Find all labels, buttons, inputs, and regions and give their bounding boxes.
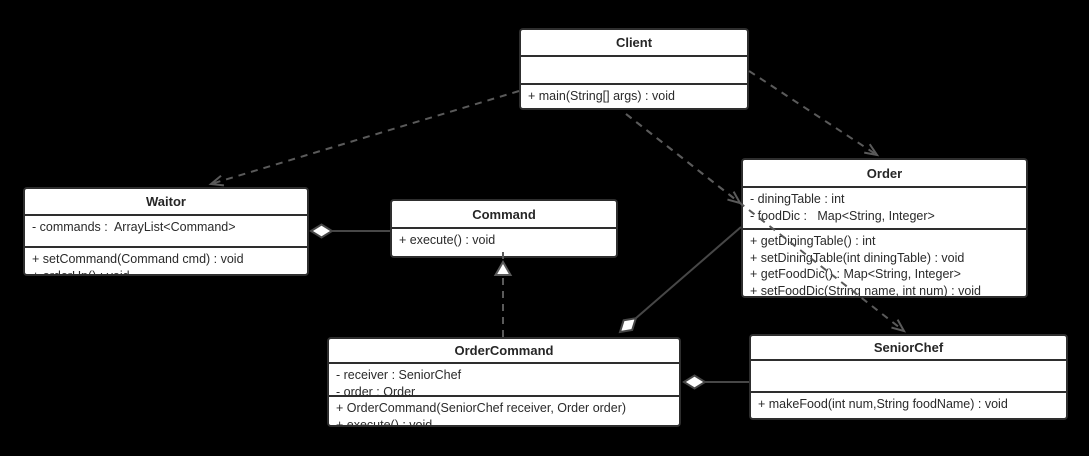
- class-attribute-section: - diningTable : int - foodDic : Map<Strin…: [743, 186, 1026, 228]
- class-title: Client: [615, 35, 653, 50]
- class-attribute: - receiver : SeniorChef: [336, 368, 462, 382]
- class-attribute-section: [521, 55, 747, 83]
- class-method: + setCommand(Command cmd) : void: [32, 252, 244, 266]
- class-attribute-section: [751, 359, 1066, 391]
- class-method: + execute() : void: [399, 233, 496, 247]
- class-seniorchef[interactable]: SeniorChef + makeFood(int num,String food…: [749, 334, 1068, 420]
- class-command[interactable]: Command + execute() : void: [390, 199, 618, 258]
- seniorchef-to-ordercommand-aggregation[interactable]: [682, 374, 749, 390]
- open-arrowhead-icon: [891, 319, 907, 333]
- class-method-section: + makeFood(int num,String foodName) : vo…: [751, 391, 1066, 418]
- class-method: + execute() : void: [336, 417, 433, 426]
- class-method-section: + execute() : void: [392, 227, 616, 256]
- open-arrowhead-icon: [727, 191, 743, 205]
- class-method: + orderUp() : void: [32, 268, 300, 275]
- hollow-diamond-icon: [309, 223, 334, 239]
- class-order[interactable]: Order - diningTable : int - foodDic : Map<…: [741, 158, 1028, 298]
- class-title: OrderCommand: [454, 343, 554, 358]
- open-arrowhead-icon: [208, 174, 225, 187]
- waitor-to-command-aggregation[interactable]: [309, 223, 390, 239]
- class-method: + setFoodDic(String name, int num) : voi…: [750, 283, 981, 297]
- client-to-waitor-dependency[interactable]: [208, 90, 520, 187]
- client-to-order-left-dependency[interactable]: [625, 113, 743, 205]
- class-title: Waitor: [146, 194, 186, 209]
- open-arrowhead-icon: [864, 143, 880, 157]
- class-client[interactable]: Client + main(String[] args) : void: [519, 28, 749, 110]
- class-method-section: + OrderCommand(SeniorChef receiver, Orde…: [329, 395, 679, 425]
- class-attribute-section: - commands : ArrayList<Command>: [25, 214, 307, 246]
- hollow-diamond-icon: [618, 316, 638, 334]
- ordercommand-to-command-realization[interactable]: [493, 249, 513, 337]
- class-attribute: - diningTable : int: [750, 192, 845, 206]
- class-title: SeniorChef: [873, 340, 944, 355]
- class-title: Command: [472, 206, 536, 222]
- class-attribute-section: - receiver : SeniorChef - order : Order: [329, 362, 679, 395]
- client-to-order-top-dependency[interactable]: [748, 70, 880, 157]
- class-title: Order: [866, 165, 903, 181]
- class-ordercommand[interactable]: OrderCommand - receiver : SeniorChef - ord…: [327, 337, 681, 427]
- hollow-triangle-arrowhead-icon: [493, 259, 513, 276]
- class-method-section: + main(String[] args) : void: [521, 83, 747, 108]
- class-method: + makeFood(int num,String foodName) : vo…: [758, 397, 1008, 411]
- class-method-section: + setCommand(Command cmd) : void + orderU…: [25, 246, 307, 274]
- class-method: + OrderCommand(SeniorChef receiver, Orde…: [336, 401, 627, 415]
- class-method: + main(String[] args) : void: [528, 89, 675, 103]
- class-method: + getFoodDic() : Map<String, Integer>: [750, 267, 961, 281]
- class-waitor[interactable]: Waitor - commands : ArrayList<Command> + s…: [23, 187, 309, 276]
- class-attribute: - foodDic : Map<String, Integer>: [750, 208, 935, 223]
- class-method-section: + getDiningTable() : int + setDiningTable…: [743, 228, 1026, 296]
- class-attribute: - order : Order: [336, 384, 416, 396]
- class-method: + setDiningTable(int diningTable) : void: [750, 250, 965, 265]
- class-method: + getDiningTable() : int: [750, 234, 876, 248]
- hollow-diamond-icon: [682, 374, 707, 390]
- order-to-ordercommand-aggregation[interactable]: [618, 226, 742, 334]
- class-attribute: - commands : ArrayList<Command>: [32, 220, 236, 234]
